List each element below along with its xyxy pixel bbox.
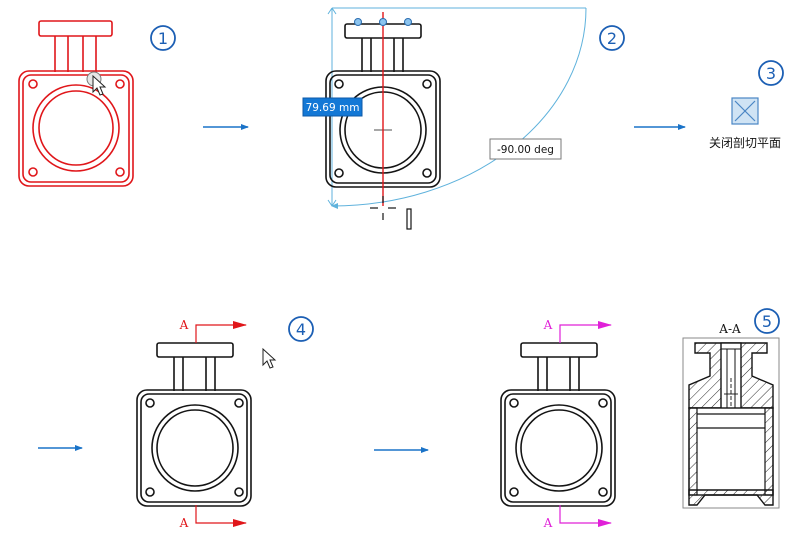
section-label-a-bottom-magenta: A — [543, 516, 553, 530]
distance-value-text: 79.69 mm — [306, 102, 360, 114]
part-section-result-outline[interactable] — [500, 342, 616, 507]
section-line-a-magenta[interactable] — [559, 321, 612, 527]
part-1-highlighted[interactable] — [18, 20, 134, 187]
close-cutting-plane-button[interactable]: 关闭剖切平面 — [709, 97, 781, 150]
section-label-a-top: A — [179, 318, 189, 332]
step-5-number: 5 — [762, 312, 772, 331]
plane-handles[interactable] — [354, 18, 412, 26]
section-label-a-bottom: A — [179, 516, 189, 530]
step-1-number: 1 — [158, 29, 168, 48]
step-3-number: 3 — [766, 64, 776, 83]
mouse-cursor-icon — [86, 71, 107, 96]
step-5-badge: 5 — [754, 308, 780, 334]
step-2-badge: 2 — [599, 25, 625, 51]
pointer-cursor-icon — [262, 347, 277, 369]
step-3-badge: 3 — [758, 60, 784, 86]
step-4-badge: 4 — [288, 316, 314, 342]
angle-value-text: -90.00 deg — [497, 144, 554, 156]
step-2-number: 2 — [607, 29, 617, 48]
distance-value-box[interactable]: 79.69 mm — [302, 97, 363, 117]
section-view-title: A-A — [718, 322, 741, 336]
step-4-number: 4 — [296, 320, 306, 339]
step-1-badge: 1 — [150, 25, 176, 51]
move-gizmo-icon[interactable] — [370, 196, 412, 230]
section-view-a-a[interactable] — [682, 337, 780, 509]
section-line-a-red[interactable] — [195, 321, 247, 527]
section-label-a-top-magenta: A — [543, 318, 553, 332]
close-cutting-plane-label: 关闭剖切平面 — [709, 136, 781, 150]
angle-value-box[interactable]: -90.00 deg — [489, 138, 562, 160]
part-4-outline[interactable] — [136, 342, 252, 507]
